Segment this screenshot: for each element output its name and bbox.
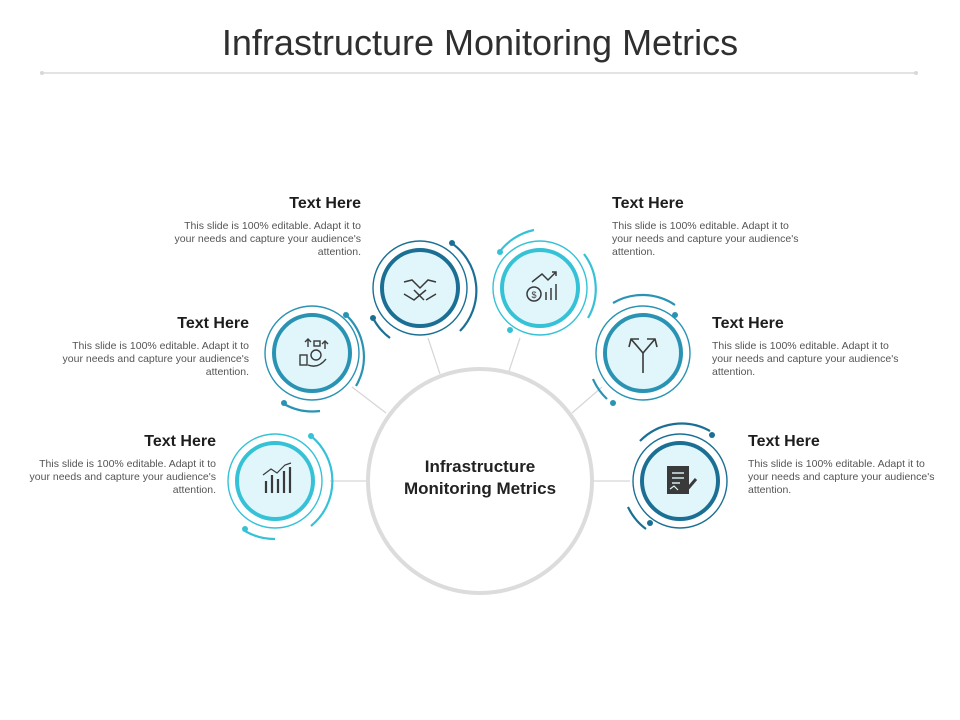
- split-arrows-icon: [628, 338, 658, 373]
- text-block-body: This slide is 100% editable. Adapt it to…: [62, 340, 249, 378]
- connector-5: [571, 386, 603, 414]
- node-investment: $: [492, 228, 597, 336]
- investment-chart-icon: [526, 271, 557, 302]
- text-block-top-right: Text Here This slide is 100% editable. A…: [612, 195, 807, 259]
- text-block-heading: Text Here: [612, 195, 684, 212]
- text-block-top-left: Text Here This slide is 100% editable. A…: [166, 195, 361, 259]
- text-block-heading: Text Here: [712, 315, 784, 332]
- center-label-line2: Monitoring Metrics: [403, 479, 557, 498]
- node-split-arrows: [591, 293, 691, 406]
- svg-text:$: $: [531, 290, 536, 300]
- handshake-icon: [403, 279, 437, 301]
- text-block-body: This slide is 100% editable. Adapt it to…: [612, 220, 799, 258]
- node-bar-chart: [227, 433, 334, 541]
- text-block-body: This slide is 100% editable. Adapt it to…: [712, 340, 899, 378]
- text-block-bottom-left: Text Here This slide is 100% editable. A…: [21, 433, 216, 497]
- text-block-body: This slide is 100% editable. Adapt it to…: [748, 458, 935, 496]
- center-circle: [366, 367, 594, 595]
- connector-2: [351, 386, 387, 414]
- document-pen-icon: [667, 466, 698, 494]
- node-money-growth: [264, 305, 366, 413]
- center-label-line1: Infrastructure: [424, 457, 536, 476]
- text-block-heading: Text Here: [144, 433, 216, 450]
- connector-3: [427, 337, 441, 375]
- slide-title: Infrastructure Monitoring Metrics: [221, 22, 739, 63]
- bar-chart-icon: [262, 462, 292, 493]
- text-block-body: This slide is 100% editable. Adapt it to…: [174, 220, 361, 258]
- title-divider: [40, 71, 918, 75]
- connector-4: [507, 337, 521, 375]
- text-block-mid-right: Text Here This slide is 100% editable. A…: [712, 315, 907, 379]
- money-growth-icon: [299, 338, 329, 367]
- connectors: [330, 337, 630, 482]
- text-block-heading: Text Here: [177, 315, 249, 332]
- text-block-body: This slide is 100% editable. Adapt it to…: [29, 458, 216, 496]
- node-handshake: [370, 240, 478, 339]
- text-block-bottom-right: Text Here This slide is 100% editable. A…: [748, 433, 943, 497]
- node-document: [627, 422, 728, 530]
- text-block-mid-left: Text Here This slide is 100% editable. A…: [54, 315, 249, 379]
- text-block-heading: Text Here: [289, 195, 361, 212]
- center-label: Infrastructure Monitoring Metrics: [385, 456, 575, 500]
- text-block-heading: Text Here: [748, 433, 820, 450]
